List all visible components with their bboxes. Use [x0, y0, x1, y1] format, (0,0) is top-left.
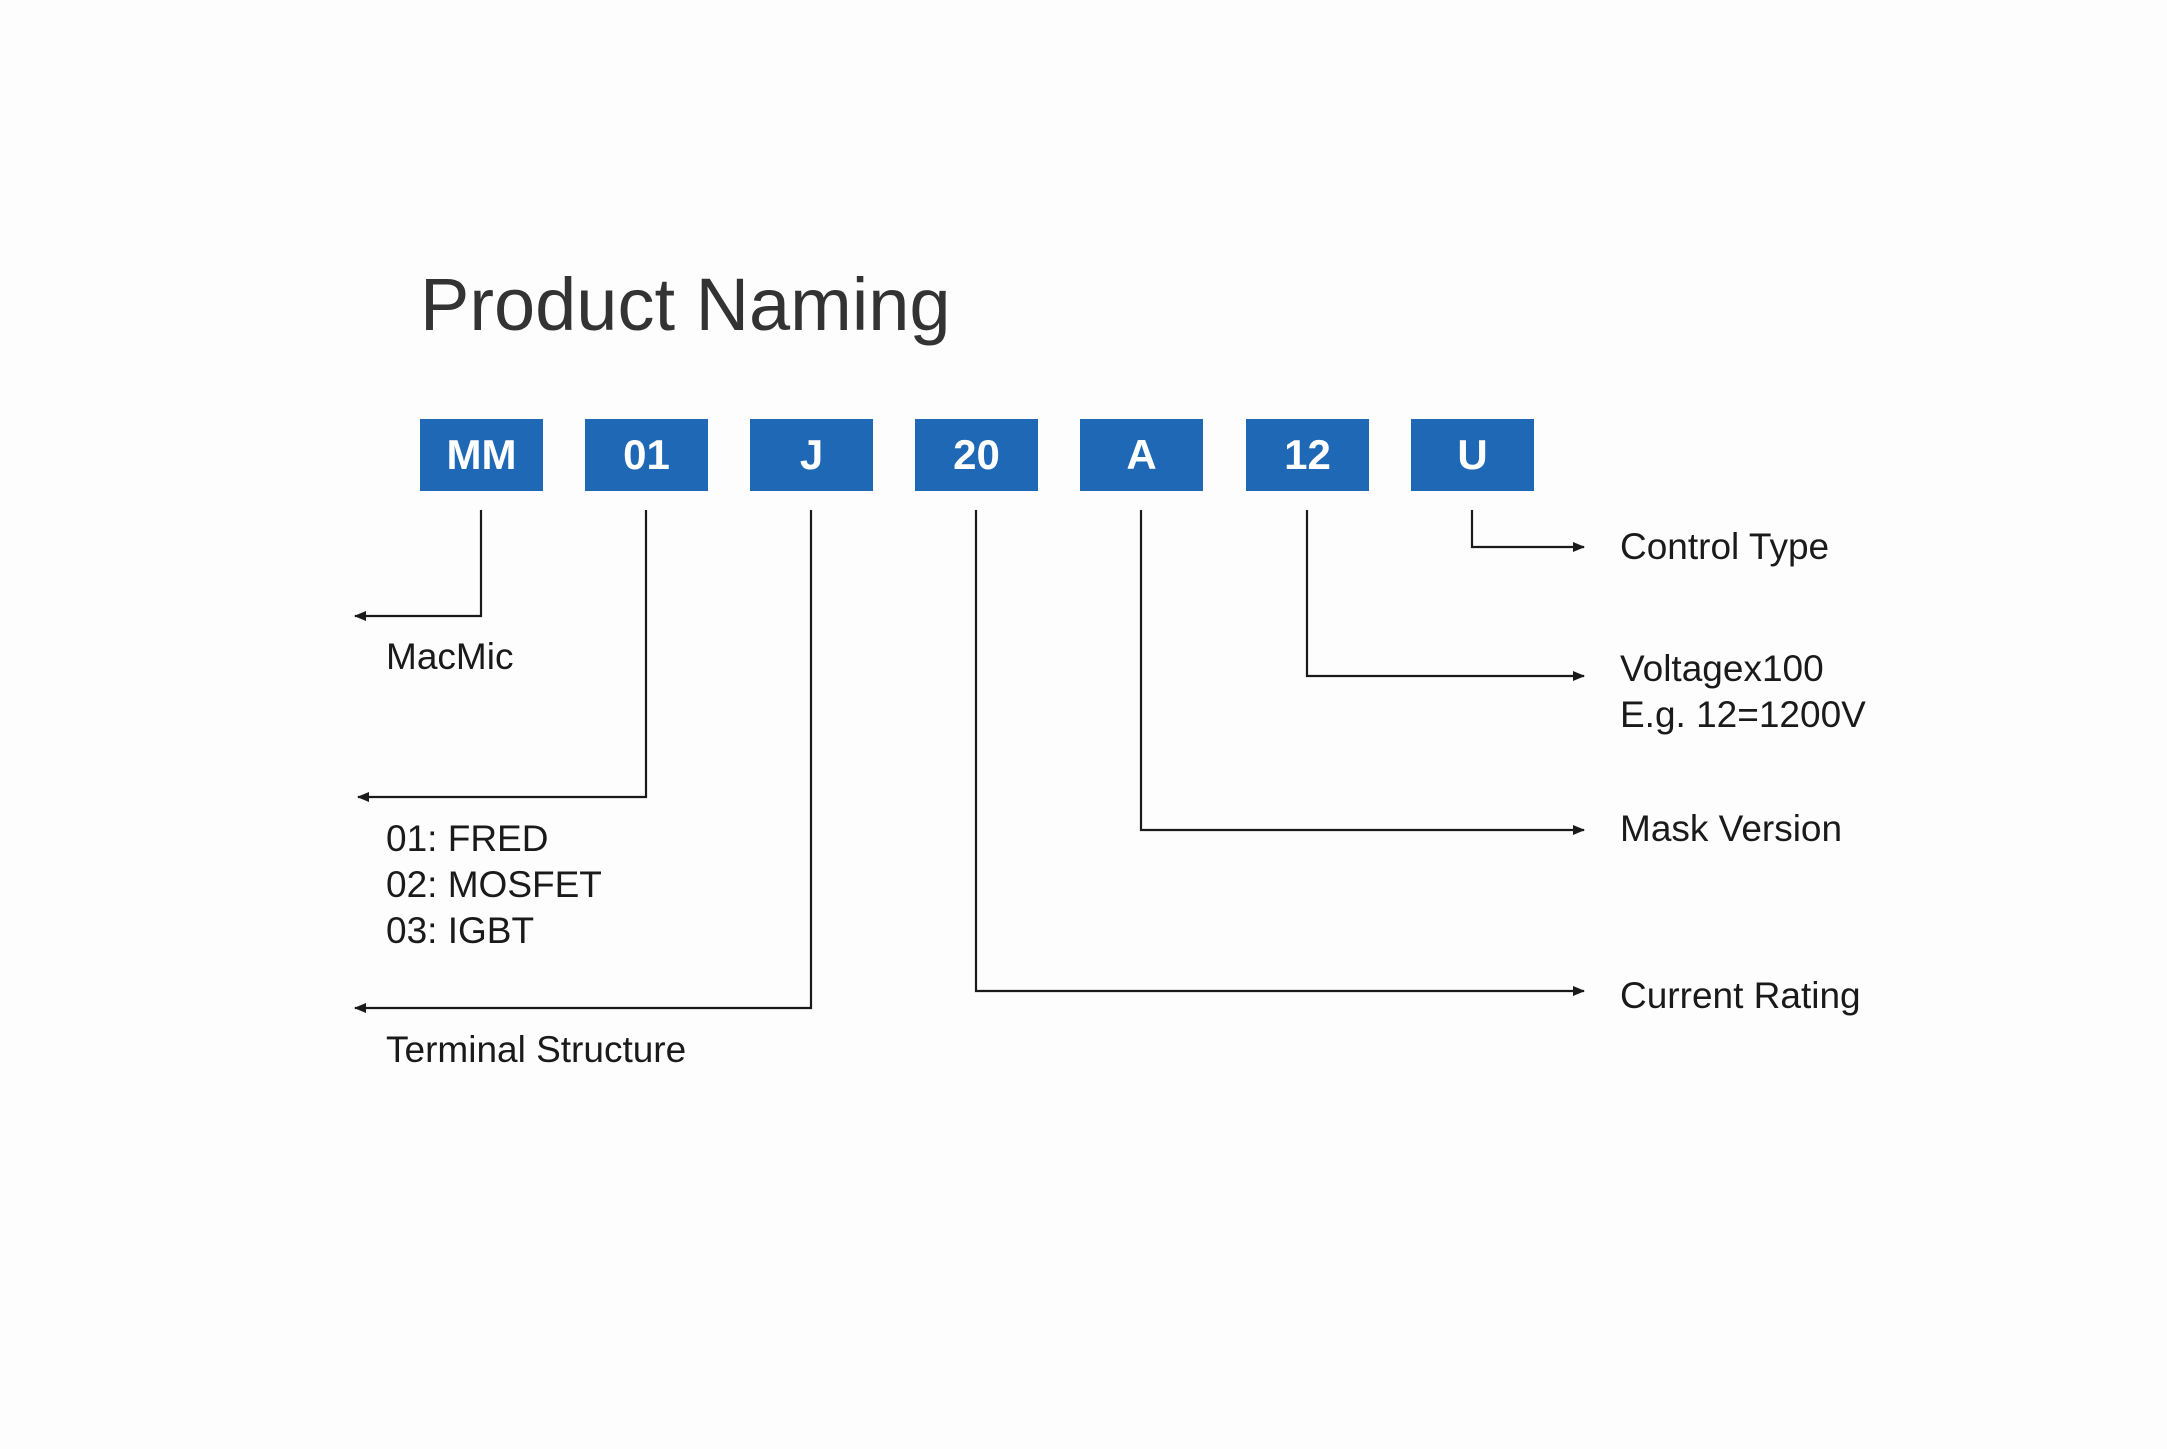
connector-mm	[354, 510, 483, 621]
label-voltage: Voltagex100 E.g. 12=1200V	[1620, 646, 1866, 738]
code-box-a: A	[1080, 419, 1203, 491]
label-voltage-line: Voltagex100	[1620, 648, 1824, 689]
code-box-20: 20	[915, 419, 1038, 491]
connector-j	[354, 510, 813, 1013]
page-title: Product Naming	[420, 263, 951, 346]
connector-u	[1470, 510, 1585, 552]
label-mask-version: Mask Version	[1620, 808, 1843, 849]
label-voltage-line: E.g. 12=1200V	[1620, 694, 1866, 735]
connector-20	[974, 510, 1585, 996]
code-box-01: 01	[585, 419, 708, 491]
connector-a	[1139, 510, 1585, 835]
label-device-type: 01: FRED 02: MOSFET 03: IGBT	[386, 816, 602, 954]
code-box-j: J	[750, 419, 873, 491]
label-macmic: MacMic	[386, 636, 514, 677]
label-device-type-line: 02: MOSFET	[386, 864, 602, 905]
connector-01	[357, 510, 648, 802]
label-device-type-line: 03: IGBT	[386, 910, 535, 951]
label-device-type-line: 01: FRED	[386, 818, 549, 859]
code-box-mm: MM	[420, 419, 543, 491]
label-control-type: Control Type	[1620, 526, 1830, 567]
code-box-u: U	[1411, 419, 1534, 491]
label-terminal-structure: Terminal Structure	[386, 1029, 687, 1070]
code-box-12: 12	[1246, 419, 1369, 491]
connector-12	[1305, 510, 1585, 681]
label-current-rating: Current Rating	[1620, 975, 1861, 1016]
